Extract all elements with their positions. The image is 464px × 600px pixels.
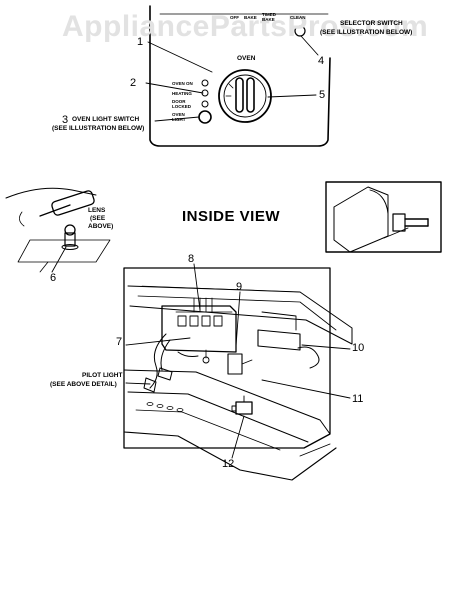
inside-view-title: INSIDE VIEW xyxy=(182,208,281,225)
lens-detail xyxy=(5,187,111,273)
selector-switch-label: SELECTOR SWITCH xyxy=(340,20,403,27)
oven-light-switch-mounted xyxy=(227,311,320,375)
pilot-light-label: PILOT LIGHT xyxy=(82,372,123,379)
callout-10: 10 xyxy=(352,342,365,354)
selector-switch-assembly xyxy=(161,297,237,364)
callout-6: 6 xyxy=(50,272,57,284)
knob-position-clean: CLEAN xyxy=(290,15,306,20)
oven-light-switch-note: (SEE ILLUSTRATION BELOW) xyxy=(52,125,145,132)
callout-2: 2 xyxy=(130,77,137,89)
pilot-light-note: (SEE ABOVE DETAIL) xyxy=(50,381,117,388)
lens-label: LENS xyxy=(88,207,106,214)
oven-light-switch xyxy=(198,110,212,124)
control-panel xyxy=(145,5,331,147)
callout-9: 9 xyxy=(236,281,243,293)
lens-note-see: (SEE xyxy=(90,215,106,222)
callout-7: 7 xyxy=(116,336,123,348)
knob-position-timed-bake: TIMED BAKE xyxy=(262,12,276,22)
pilot-light-inset xyxy=(325,181,442,253)
callout-leaders xyxy=(51,246,351,459)
selector-switch-note: (SEE ILLUSTRATION BELOW) xyxy=(320,29,413,36)
watermark: AppliancePartsPros.com xyxy=(62,10,429,43)
door-switch xyxy=(231,395,253,415)
callout-1: 1 xyxy=(137,36,144,48)
callout-3: 3 xyxy=(62,114,69,126)
indicator-oven-light: OVEN LIGHT xyxy=(172,112,186,122)
wiring-harness xyxy=(143,333,199,393)
callout-12: 12 xyxy=(222,458,235,470)
callout-5: 5 xyxy=(319,89,326,101)
indicator-heating: HEATING xyxy=(172,91,192,96)
selector-knob xyxy=(218,69,272,123)
indicator-door-locked: DOOR LOCKED xyxy=(172,99,191,109)
callout-11: 11 xyxy=(352,393,364,405)
oven-light-switch-label: OVEN LIGHT SWITCH xyxy=(72,116,140,123)
lens-note-above: ABOVE) xyxy=(88,223,114,230)
knob-position-bake: BAKE xyxy=(244,15,257,20)
indicator-oven-on: OVEN ON xyxy=(172,81,193,86)
callout-4: 4 xyxy=(318,55,325,67)
door-locked-lamp xyxy=(201,100,209,108)
callout-8: 8 xyxy=(188,253,195,265)
knob-position-off: OFF xyxy=(230,15,239,20)
oven-label: OVEN xyxy=(237,55,256,62)
inside-frame xyxy=(123,267,353,481)
oven-on-lamp xyxy=(201,79,209,87)
